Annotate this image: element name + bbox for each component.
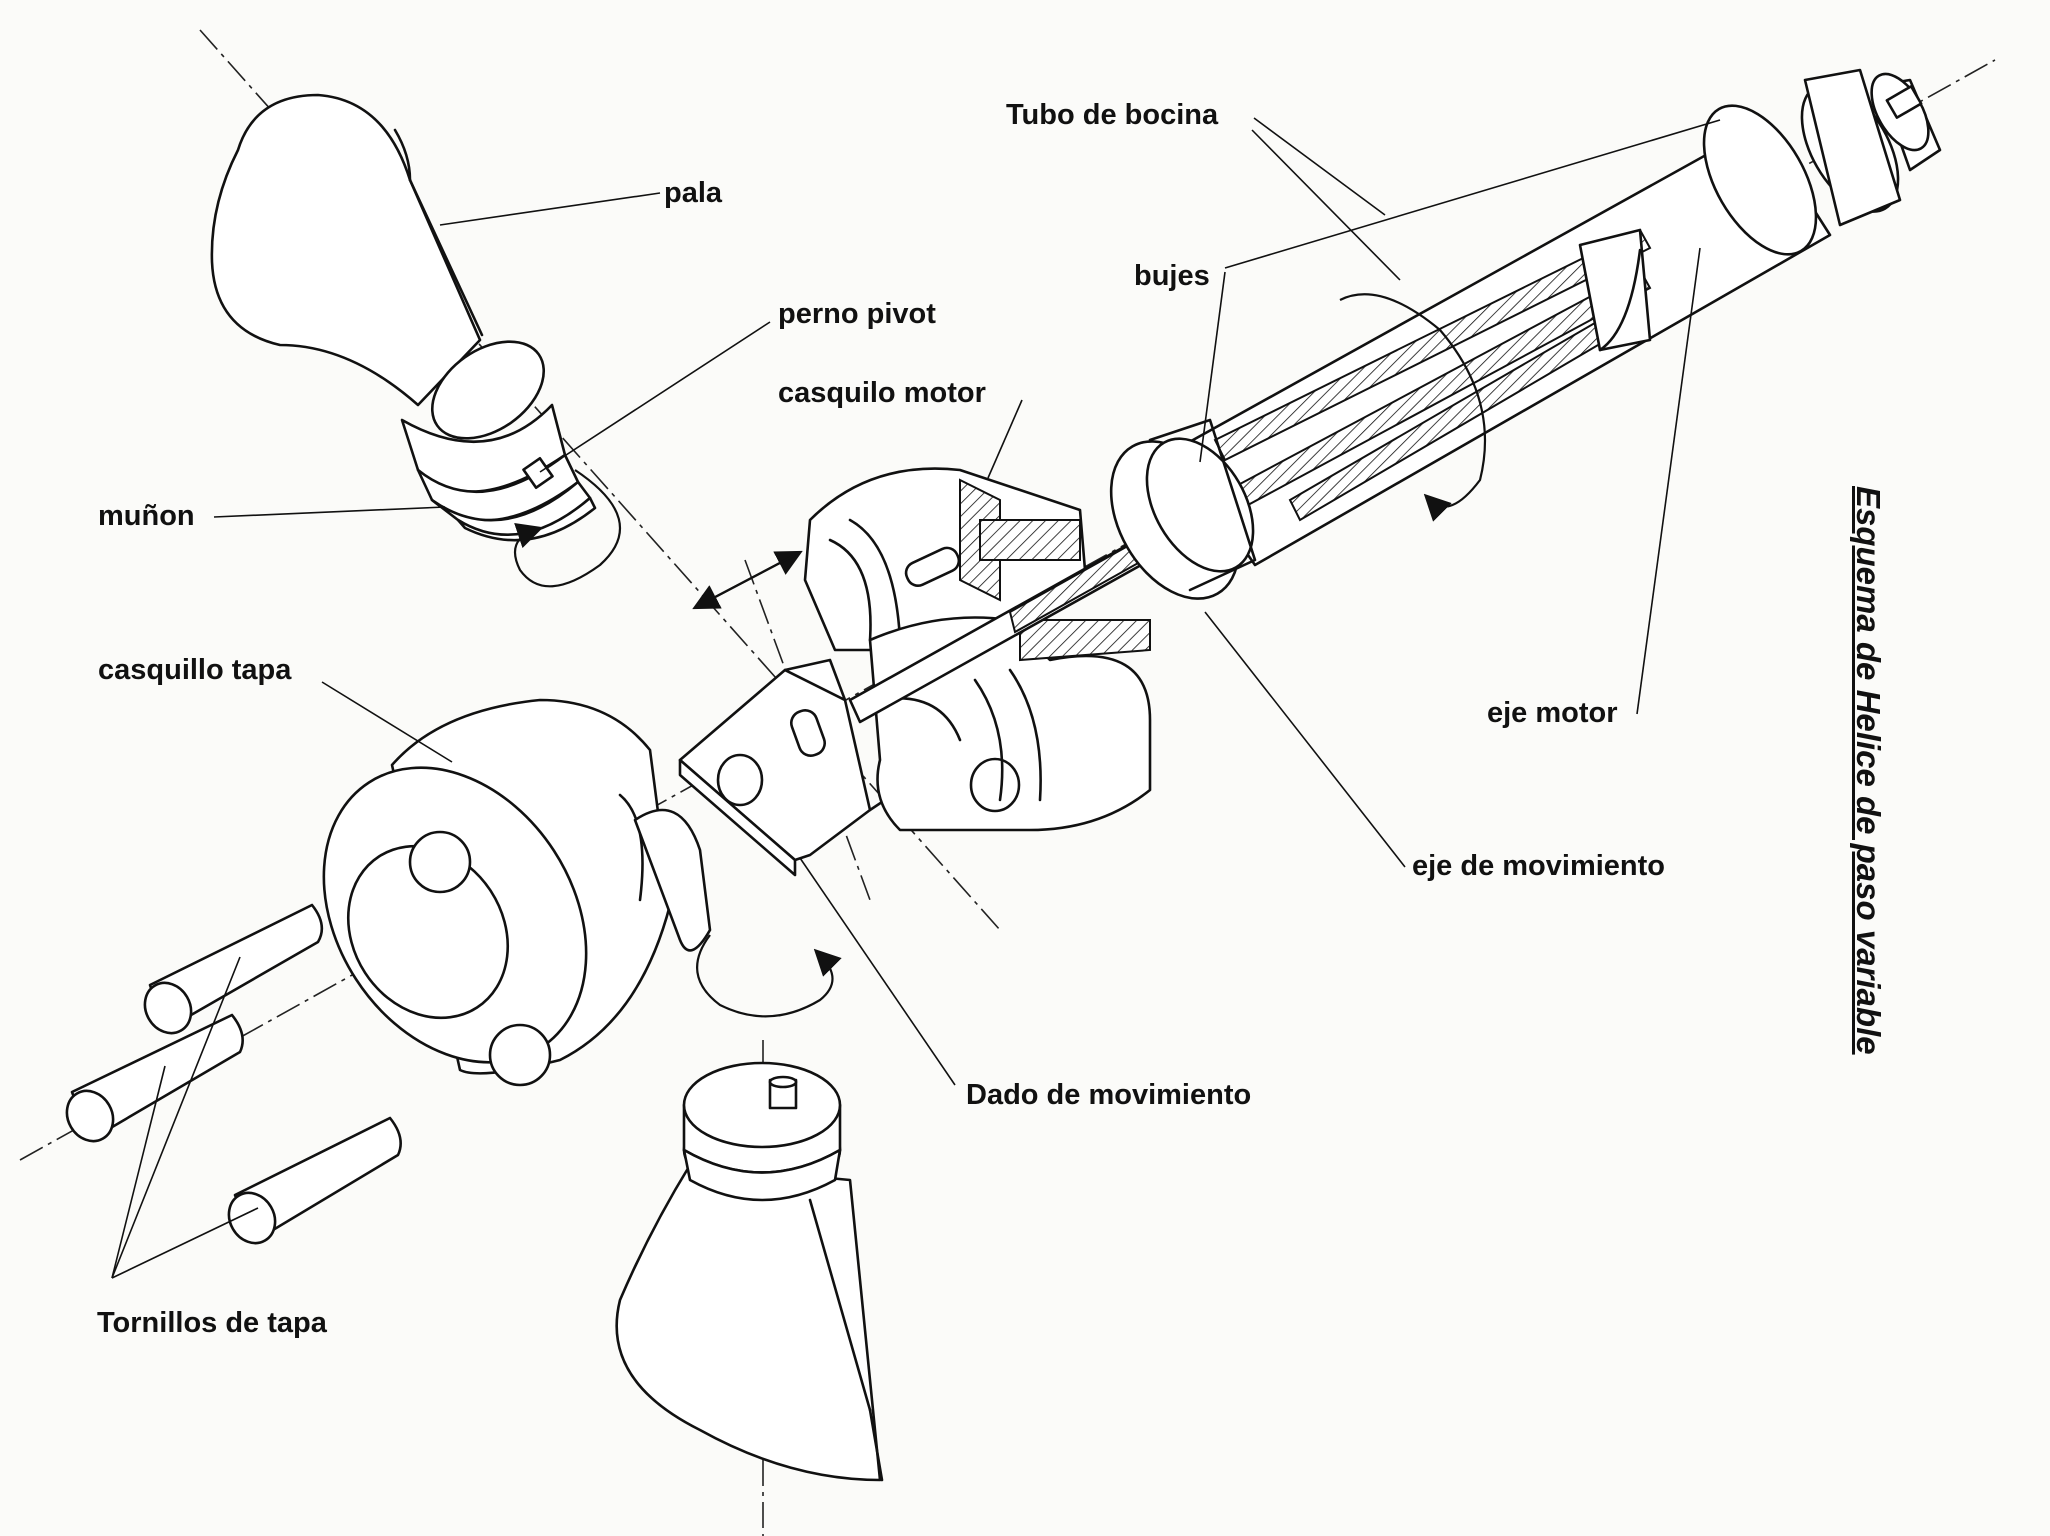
label-bujes: bujes xyxy=(1134,260,1210,292)
label-eje-motor: eje motor xyxy=(1487,697,1618,729)
leader-lines xyxy=(111,117,1721,1279)
upper-blade xyxy=(210,93,484,407)
label-tubo-de-bocina: Tubo de bocina xyxy=(1006,99,1219,131)
cap-bushing xyxy=(322,698,712,1087)
label-eje-de-movimiento: eje de movimiento xyxy=(1412,850,1666,882)
label-casquillo-tapa: casquillo tapa xyxy=(98,654,292,686)
label-perno-pivot: perno pivot xyxy=(778,298,936,330)
label-tornillos-de-tapa: Tornillos de tapa xyxy=(97,1307,327,1339)
lower-blade xyxy=(615,1061,884,1482)
diagram-title: Esquema de Helice de paso variable xyxy=(1850,486,1887,1055)
motion-arrows xyxy=(692,550,803,610)
label-casquilo-motor: casquilo motor xyxy=(778,377,986,409)
upper-trunnion xyxy=(400,340,597,542)
motion-die xyxy=(678,658,962,877)
label-pala: pala xyxy=(664,177,723,209)
stern-tube xyxy=(1109,68,1942,600)
label-munon: muñon xyxy=(98,500,195,532)
label-dado-de-movimiento: Dado de movimiento xyxy=(966,1079,1252,1111)
